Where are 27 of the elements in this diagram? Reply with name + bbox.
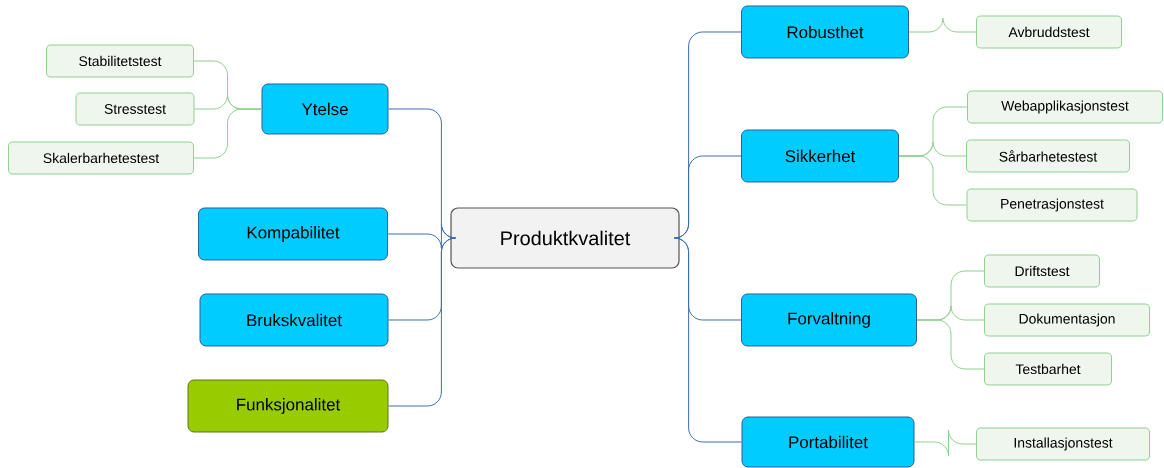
subtopic-box: Penetrasjonstest: [966, 188, 1138, 222]
topic-box: Forvaltning: [741, 293, 917, 347]
subtopic-box: Installasjonstest: [976, 427, 1150, 461]
topic-box: Ytelse: [261, 83, 389, 135]
connector-line: [908, 17, 977, 33]
subtopic-box: Skalerbarhetestest: [8, 141, 194, 175]
subtopic-box: Stresstest: [75, 92, 195, 126]
topic-box: Kompabilitet: [198, 207, 388, 261]
subtopic-box: Sårbarhetestest: [966, 139, 1130, 173]
topic-box: Sikkerhet: [741, 129, 899, 183]
connector-line: [914, 429, 977, 457]
subtopic-box: Webapplikasjonstest: [967, 90, 1163, 124]
subtopic-box: Driftstest: [984, 254, 1100, 288]
subtopic-box: Dokumentasjon: [984, 303, 1150, 337]
connector-line: [674, 237, 742, 443]
connector-line: [898, 155, 967, 206]
topic-box: Funksjonalitet: [187, 379, 389, 433]
central-topic-box: Produktkvalitet: [450, 207, 680, 269]
topic-box: Robusthet: [741, 5, 909, 59]
topic-box: Brukskvalitet: [199, 293, 389, 347]
topic-box: Portabilitet: [741, 416, 915, 468]
connector-line: [916, 319, 985, 370]
subtopic-box: Avbruddstest: [976, 15, 1122, 49]
subtopic-box: Testbarhet: [984, 352, 1112, 386]
connector-line: [193, 108, 262, 159]
subtopic-box: Stabilitetstest: [46, 44, 194, 78]
connector-line: [388, 237, 456, 407]
